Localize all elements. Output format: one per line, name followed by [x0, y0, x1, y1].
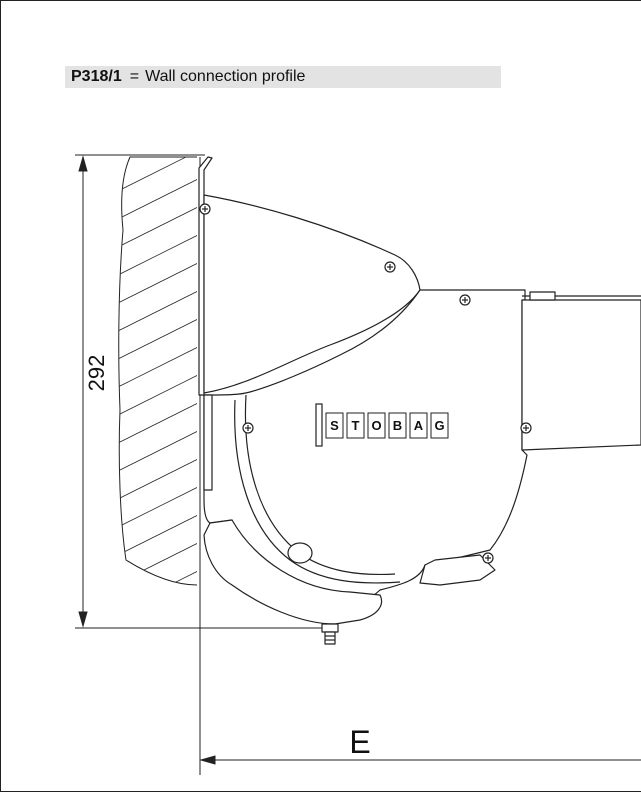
profile-code: P318/1	[71, 68, 122, 85]
stobag-logo: S T O B A G	[315, 403, 449, 447]
wall-section	[118, 156, 198, 586]
height-dimension	[75, 154, 330, 629]
profile-caption: P318/1 = Wall connection profile	[65, 66, 501, 88]
logo-letter: A	[414, 418, 424, 433]
projection-dimension	[199, 755, 641, 765]
logo-letter: O	[371, 418, 381, 433]
logo-letter: G	[434, 418, 444, 433]
height-dimension-label: 292	[84, 355, 109, 392]
equals-sign: =	[129, 68, 140, 85]
awning-cassette	[198, 156, 641, 645]
logo-letter: T	[352, 418, 360, 433]
projection-dimension-label: E	[349, 724, 370, 760]
screws	[199, 203, 532, 564]
logo-letter: B	[393, 418, 402, 433]
logo-letter: S	[330, 418, 339, 433]
profile-description: Wall connection profile	[145, 68, 306, 85]
